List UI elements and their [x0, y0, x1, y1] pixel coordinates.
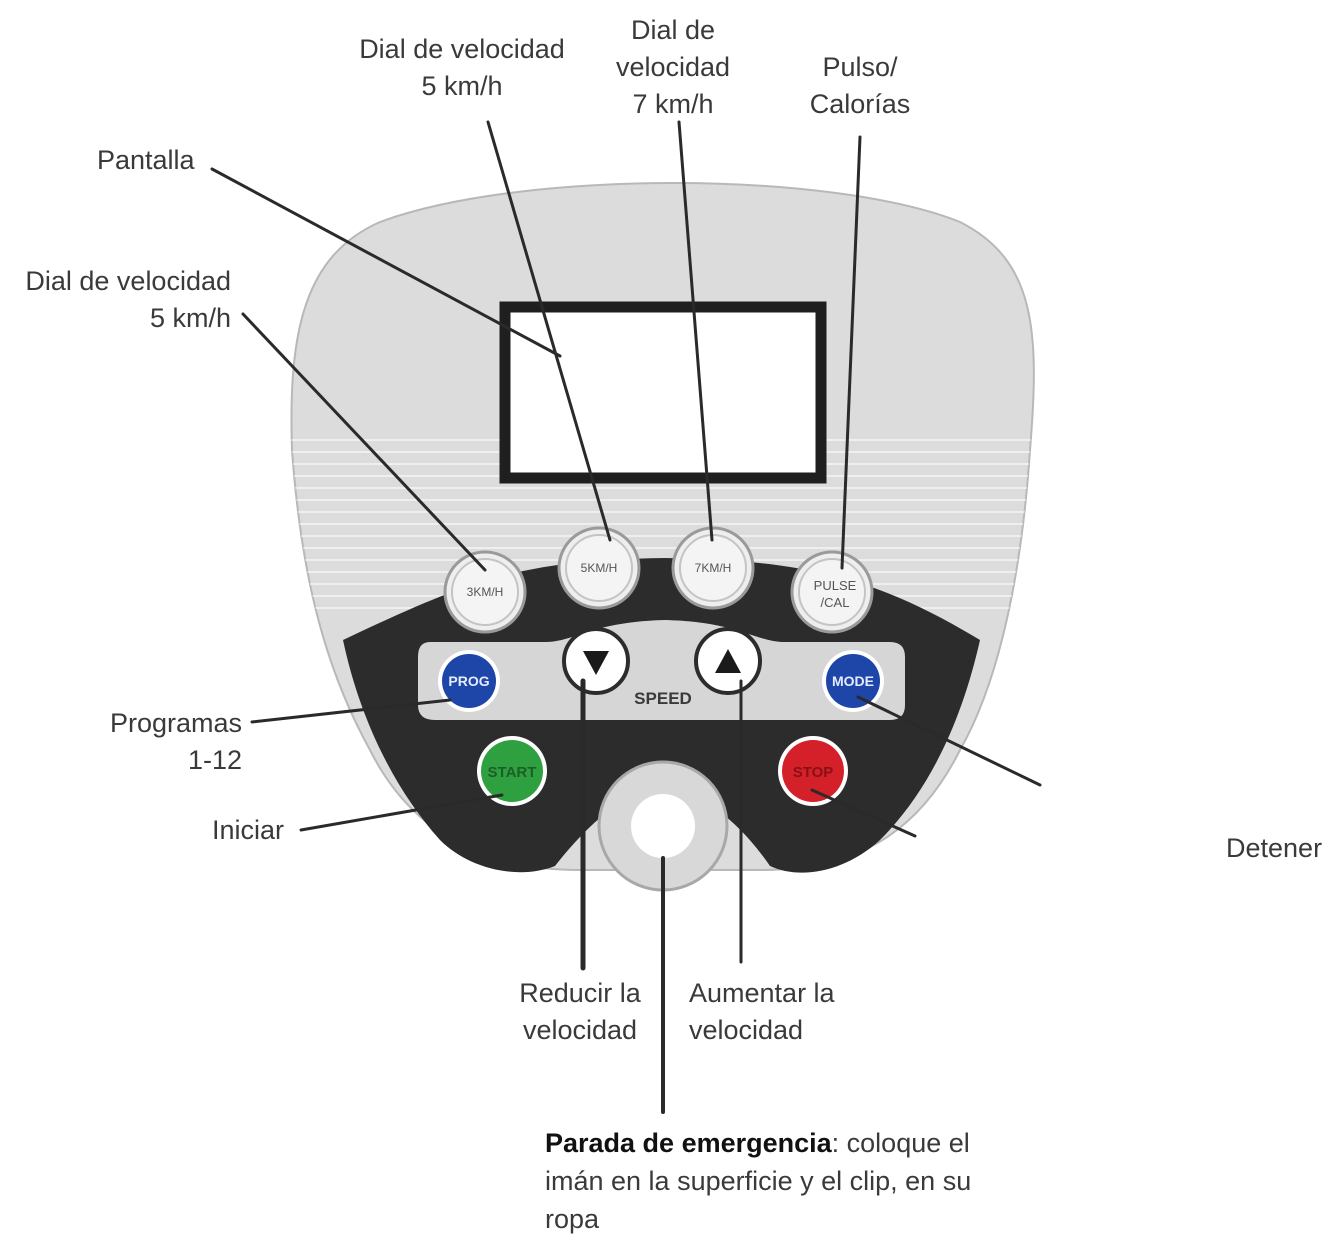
leader-programas — [250, 698, 452, 724]
label-aumentar-line1: Aumentar la — [689, 978, 835, 1008]
emergency-note: Parada de emergencia: coloque el imán en… — [545, 1124, 1005, 1238]
label-pantalla: Pantalla — [97, 142, 195, 179]
label-pantalla-text: Pantalla — [97, 145, 195, 175]
label-dial-7-line1: Dial de — [630, 15, 716, 45]
button-mode[interactable]: MODE — [822, 650, 884, 712]
leader-dial-left — [241, 312, 487, 572]
button-7kmh-label: 7KM/H — [695, 561, 732, 575]
label-dial-5: Dial de velocidad 5 km/h — [347, 31, 577, 105]
button-3kmh-label: 3KM/H — [467, 585, 504, 599]
speed-label: SPEED — [634, 689, 692, 708]
button-stop[interactable]: STOP — [778, 736, 848, 806]
label-dial-left-line2: 5 km/h — [149, 303, 231, 333]
label-dial-5-line1: Dial de velocidad — [359, 34, 565, 64]
button-pulse-cal[interactable]: PULSE /CAL — [790, 550, 874, 634]
label-dial-5-line2: 5 km/h — [421, 71, 503, 101]
button-3kmh[interactable]: 3KM/H — [443, 550, 527, 634]
label-dial-7-line3: 7 km/h — [632, 89, 714, 119]
label-programas-line1: Programas — [109, 708, 242, 738]
label-dial-7: Dial de velocidad 7 km/h — [598, 12, 748, 123]
label-aumentar-line2: velocidad — [689, 1015, 804, 1045]
display-screen — [499, 301, 827, 484]
emergency-stop-magnet[interactable] — [597, 760, 729, 892]
arrow-down-icon — [583, 651, 609, 675]
button-pulse-label-2: /CAL — [821, 595, 850, 610]
label-aumentar: Aumentar la velocidad — [689, 975, 835, 1049]
button-7kmh[interactable]: 7KM/H — [671, 526, 755, 610]
button-start[interactable]: START — [477, 736, 547, 806]
leader-pulse — [840, 135, 862, 570]
label-programas: Programas 1-12 — [60, 705, 242, 779]
speed-strip — [418, 620, 905, 720]
speed-down-button[interactable] — [562, 627, 630, 695]
label-dial-7-line2: velocidad — [615, 52, 731, 82]
label-pulse-line1: Pulso/ — [822, 52, 898, 82]
arrow-up-icon — [715, 649, 741, 673]
leader-dial-5 — [486, 120, 612, 542]
emergency-note-text: : coloque el imán en la superficie y el … — [545, 1128, 972, 1234]
label-dial-left-line1: Dial de velocidad — [25, 266, 231, 296]
label-programas-line2: 1-12 — [187, 745, 242, 775]
button-5kmh-label: 5KM/H — [581, 561, 618, 575]
label-reducir-line2: velocidad — [522, 1015, 638, 1045]
label-reducir-line1: Reducir la — [519, 978, 641, 1008]
leader-iniciar — [299, 793, 504, 832]
button-5kmh[interactable]: 5KM/H — [557, 526, 641, 610]
leader-stop — [810, 788, 917, 838]
button-prog-label: PROG — [448, 673, 489, 689]
leader-mode — [856, 695, 1042, 787]
speed-up-button[interactable] — [694, 627, 762, 695]
button-pulse-label-1: PULSE — [814, 578, 857, 593]
label-pulse-line2: Calorías — [809, 89, 911, 119]
label-detener: Detener — [1226, 830, 1322, 867]
label-pulse: Pulso/ Calorías — [795, 49, 925, 123]
button-mode-label: MODE — [832, 673, 874, 689]
label-detener-text: Detener — [1226, 833, 1323, 863]
label-iniciar-text: Iniciar — [212, 815, 285, 845]
label-iniciar: Iniciar — [212, 812, 284, 849]
button-prog[interactable]: PROG — [438, 650, 500, 712]
leader-lines — [210, 120, 1042, 1114]
button-start-label: START — [488, 764, 537, 781]
button-stop-label: STOP — [793, 764, 834, 781]
label-dial-left: Dial de velocidad 5 km/h — [10, 263, 231, 337]
emergency-note-title: Parada de emergencia — [545, 1128, 832, 1158]
label-reducir: Reducir la velocidad — [508, 975, 652, 1049]
leader-dial-7 — [677, 120, 714, 542]
leader-pantalla — [210, 167, 562, 358]
